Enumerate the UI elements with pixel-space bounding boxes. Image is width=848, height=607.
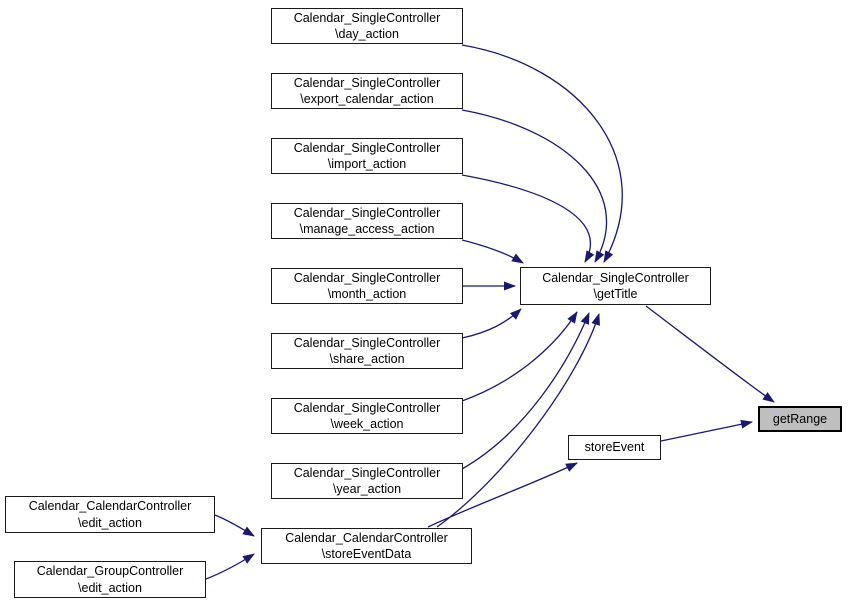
node-label-line2: \year_action: [332, 482, 402, 496]
node-label-line2: \edit_action: [78, 580, 142, 595]
edge-week-action-to-gettitle: [461, 311, 578, 402]
node-month-action[interactable]: Calendar_SingleController \month_action: [271, 268, 463, 304]
node-label-line2: \import_action: [327, 157, 407, 171]
node-label-line1: Calendar_SingleController: [293, 400, 441, 415]
node-group-edit-action[interactable]: Calendar_GroupController \edit_action: [14, 561, 206, 598]
node-label-line1: Calendar_SingleController: [293, 465, 441, 480]
node-label-line2: \manage_access_action: [299, 222, 435, 236]
node-label-line1: Calendar_SingleController: [293, 10, 441, 25]
edge-export-calendar-to-gettitle: [461, 109, 608, 263]
node-label-line1: Calendar_CalendarController: [285, 530, 448, 545]
node-label-line2: \export_calendar_action: [300, 92, 434, 106]
edge-calendar-edit-to-storeeventdata: [214, 514, 255, 537]
node-label-line1: Calendar_SingleController: [293, 205, 441, 220]
node-label-line2: \edit_action: [78, 515, 142, 530]
edge-storeeventdata-to-storeevent: [427, 462, 578, 528]
node-storeevent[interactable]: storeEvent: [568, 435, 661, 460]
node-label-line1: Calendar_CalendarController: [28, 499, 192, 514]
node-label-line2: \storeEventData: [321, 547, 412, 561]
edge-import-action-to-gettitle: [461, 174, 595, 263]
node-label-line2: \day_action: [335, 27, 399, 41]
edge-manage-access-to-gettitle: [461, 239, 524, 264]
node-import-action[interactable]: Calendar_SingleController \import_action: [271, 138, 463, 174]
node-label: storeEvent: [584, 440, 645, 455]
edge-storeeventdata-to-gettitle: [436, 313, 600, 528]
node-label-line1: Calendar_SingleController: [293, 335, 441, 350]
node-manage-access-action[interactable]: Calendar_SingleController \manage_access…: [271, 203, 463, 239]
node-calendar-edit-action[interactable]: Calendar_CalendarController \edit_action: [5, 496, 215, 533]
edge-gettitle-to-getrange: [645, 305, 775, 403]
node-label-line1: Calendar_SingleController: [293, 270, 441, 285]
node-label-line1: Calendar_SingleController: [293, 140, 441, 155]
node-export-calendar-action[interactable]: Calendar_SingleController \export_calend…: [271, 73, 463, 109]
edge-storeevent-to-getrange: [660, 419, 753, 442]
node-storeeventdata[interactable]: Calendar_CalendarController \storeEventD…: [261, 528, 472, 564]
node-getrange-current: getRange: [758, 406, 842, 432]
edge-share-action-to-gettitle: [461, 308, 522, 339]
node-week-action[interactable]: Calendar_SingleController \week_action: [271, 398, 463, 434]
node-label: getRange: [772, 411, 828, 426]
edge-year-action-to-gettitle: [461, 312, 590, 470]
node-year-action[interactable]: Calendar_SingleController \year_action: [271, 463, 463, 499]
node-label-line2: \getTitle: [593, 287, 638, 301]
node-label-line1: Calendar_GroupController: [36, 564, 184, 579]
node-label-line2: \month_action: [327, 287, 407, 301]
edge-day-action-to-gettitle: [461, 44, 623, 263]
node-label-line1: Calendar_SingleController: [542, 270, 689, 285]
edge-group-edit-to-storeeventdata: [205, 553, 255, 580]
node-share-action[interactable]: Calendar_SingleController \share_action: [271, 333, 463, 369]
node-label-line1: Calendar_SingleController: [293, 75, 441, 90]
node-day-action[interactable]: Calendar_SingleController \day_action: [271, 8, 463, 44]
node-label-line2: \share_action: [329, 352, 405, 366]
node-label-line2: \week_action: [330, 417, 404, 431]
node-gettitle[interactable]: Calendar_SingleController \getTitle: [520, 267, 711, 305]
